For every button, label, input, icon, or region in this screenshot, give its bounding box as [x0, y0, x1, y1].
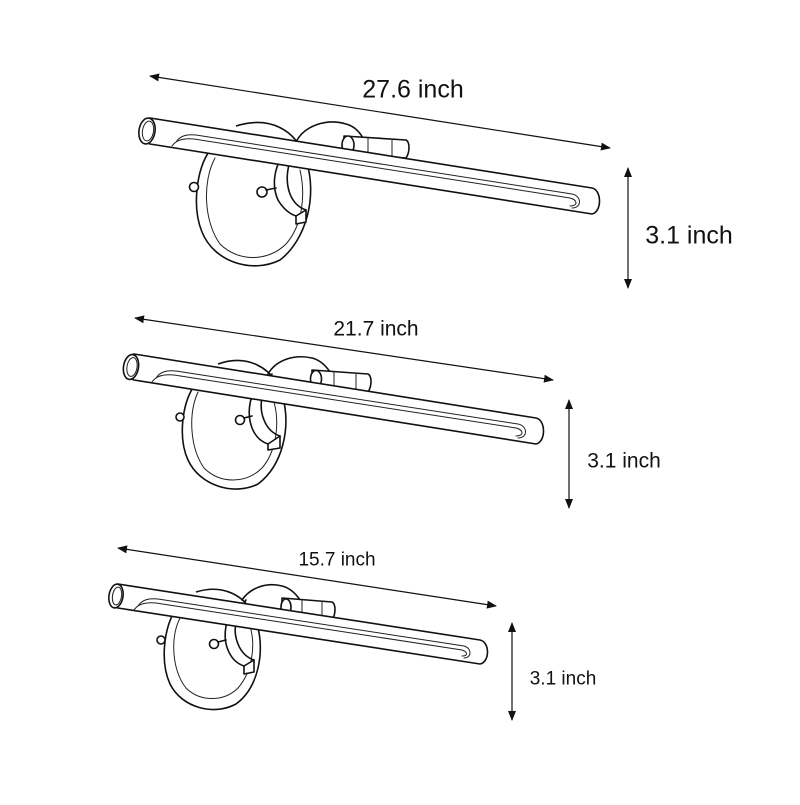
height-label-large: 3.1 inch: [645, 221, 733, 250]
width-label-large: 27.6 inch: [362, 75, 464, 104]
height-label-small: 3.1 inch: [529, 668, 597, 690]
width-label-small: 15.7 inch: [298, 549, 376, 571]
figure-sconce-small: [108, 545, 516, 721]
width-label-medium: 21.7 inch: [333, 317, 419, 341]
width-arrow: [117, 545, 497, 609]
light-bar: [108, 583, 489, 665]
width-arrow: [149, 73, 611, 151]
wall-plate: [188, 121, 410, 267]
light-bar: [122, 353, 545, 445]
figure-sconce-large: [138, 73, 632, 289]
height-label-medium: 3.1 inch: [587, 449, 661, 473]
light-bar: [138, 117, 601, 215]
width-arrow: [134, 315, 554, 383]
figure-sconce-medium: [122, 315, 573, 509]
